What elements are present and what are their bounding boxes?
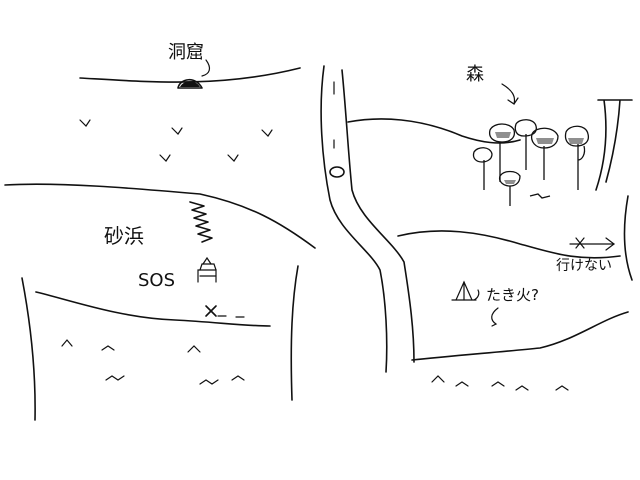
water-marks-bottom-right (431, 375, 569, 391)
forest-arrow (501, 83, 519, 105)
cave-label: 洞窟 (168, 42, 204, 63)
dashes (217, 315, 245, 318)
sand-beach-label: 砂浜 (104, 224, 144, 248)
x-mark-icon (205, 305, 217, 317)
forest-label: 森 (466, 64, 484, 85)
bonfire-stack-icon (197, 256, 217, 283)
grass-marks-top (79, 119, 273, 162)
sos-label: SOS (138, 270, 175, 291)
tree-cluster-icon (472, 119, 590, 206)
east-edge (623, 195, 633, 281)
firewood-label: たき火? (486, 286, 539, 304)
midland-ridge (397, 230, 621, 259)
forest-shore (347, 118, 521, 144)
lower-east-ridge (411, 311, 629, 361)
no-go-label: 行けない (556, 258, 612, 274)
water-marks-bottom-left (61, 339, 245, 385)
tree-shading (495, 132, 584, 184)
tent-icon (451, 280, 480, 301)
cave-arrow (201, 59, 211, 77)
curved-arrow-icon (491, 307, 499, 327)
inner-ridge (290, 265, 299, 401)
river-rock (329, 166, 345, 178)
east-cliff (595, 99, 633, 191)
river-east-bank (341, 69, 415, 363)
sand-beach-shore-bottom (35, 291, 271, 327)
river-west-bank (320, 65, 388, 373)
sand-beach-shore-top (4, 183, 316, 249)
no-go-arrow (569, 237, 615, 251)
west-cliff (21, 277, 36, 421)
footprint-trail (189, 201, 213, 243)
cave-icon (177, 78, 203, 89)
